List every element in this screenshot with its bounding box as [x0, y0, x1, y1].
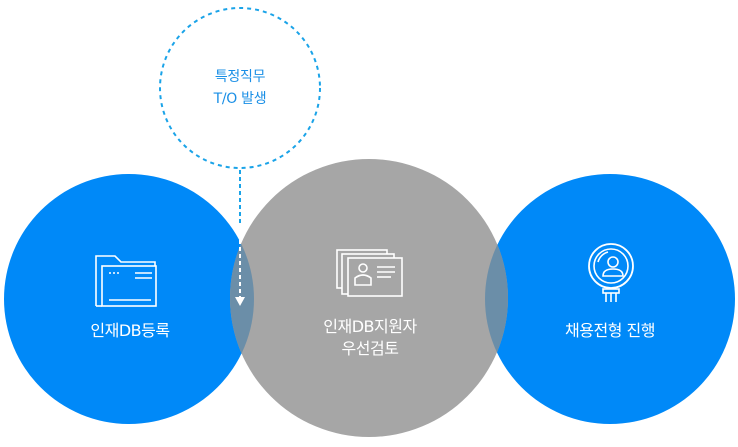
step-2-label: 인재DB지원자 우선검토 — [290, 316, 450, 360]
magnifier-person-icon — [588, 243, 634, 302]
step-1-circle — [4, 174, 254, 424]
applicant-cards-icon — [336, 249, 403, 297]
step-2-label-line2: 우선검토 — [341, 339, 399, 358]
step-3-label: 채용전형 진행 — [565, 321, 655, 340]
trigger-dashed-circle — [159, 7, 321, 169]
trigger-line2: T/O 발생 — [213, 91, 267, 107]
arrow-head-icon — [235, 297, 245, 306]
step-2-circle — [230, 159, 508, 437]
step-2-label-line1: 인재DB지원자 — [323, 317, 417, 336]
step-1-label: 인재DB등록 — [90, 321, 170, 340]
trigger-label: 특정직무 T/O 발생 — [180, 66, 300, 110]
trigger-line1: 특정직무 — [214, 69, 266, 85]
step-3-circle — [485, 174, 735, 424]
folder-icon — [95, 255, 157, 307]
